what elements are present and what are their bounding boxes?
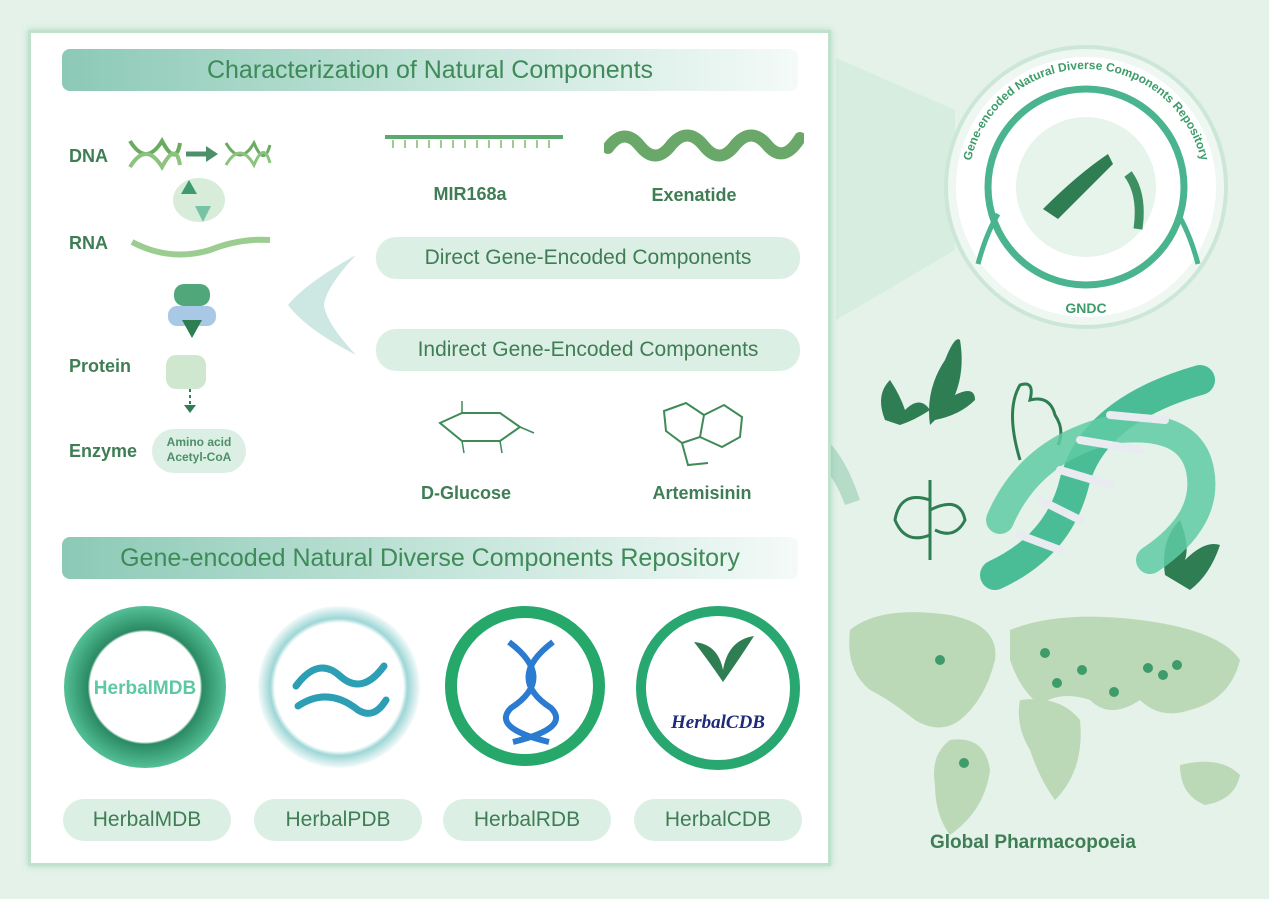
map-pins [935, 648, 1182, 768]
mir168a-label: MIR168a [433, 184, 507, 204]
enzyme-label: Enzyme [69, 441, 138, 461]
herbalpdb-pill: HerbalPDB [254, 799, 422, 841]
mirna-icon [385, 135, 563, 148]
chevron-left-icon [288, 255, 356, 355]
gndc-pointer [836, 58, 955, 320]
herbalmdb-pill: HerbalMDB [63, 799, 231, 841]
artemisinin-label: Artemisinin [652, 483, 752, 503]
repository-title: Gene-encoded Natural Diverse Components … [62, 537, 798, 579]
artemisinin-structure-icon [662, 401, 744, 467]
herbalpdb-logo [258, 606, 420, 768]
indirect-components-pill: Indirect Gene-Encoded Components [376, 329, 800, 371]
rna-label: RNA [69, 233, 108, 253]
ribosome-icon [168, 284, 216, 338]
direct-components-pill: Direct Gene-Encoded Components [376, 237, 800, 279]
world-map-icon [849, 612, 1240, 835]
gndc-abbr: GNDC [1065, 300, 1107, 316]
protein-label: Protein [69, 356, 132, 376]
herbalrdb-pill: HerbalRDB [443, 799, 611, 841]
herbalcdb-pill: HerbalCDB [634, 799, 802, 841]
global-pharmacopoeia-label: Global Pharmacopoeia [930, 832, 1136, 853]
dna-icon [980, 365, 1216, 590]
helix-protein-icon [604, 129, 804, 162]
d-glucose-label: D-Glucose [420, 483, 512, 503]
translation-icon [166, 355, 206, 413]
herbalmdb-logo: HerbalMDB [64, 606, 226, 768]
transcription-icon [173, 178, 225, 222]
characterization-title: Characterization of Natural Components [62, 49, 798, 91]
herbalcdb-logo-text: HerbalCDB [671, 712, 765, 733]
enzyme-products: Amino acid Acetyl-CoA [152, 429, 246, 473]
plant-line-icons [893, 382, 1063, 560]
herbalcdb-logo: HerbalCDB [636, 606, 800, 770]
rna-strand-icon [130, 236, 271, 258]
gndc-badge: Gene-encoded Natural Diverse Components … [938, 44, 1234, 330]
exenatide-label: Exenatide [651, 185, 737, 205]
herbalmdb-logo-text: HerbalMDB [93, 678, 197, 699]
amino-acid-label: Amino acid [166, 435, 232, 449]
acetyl-coa-label: Acetyl-CoA [166, 450, 232, 464]
glucose-structure-icon [438, 401, 535, 454]
dna-strand-icon [128, 137, 272, 171]
herbalrdb-logo [445, 606, 605, 766]
dna-label: DNA [69, 146, 108, 166]
